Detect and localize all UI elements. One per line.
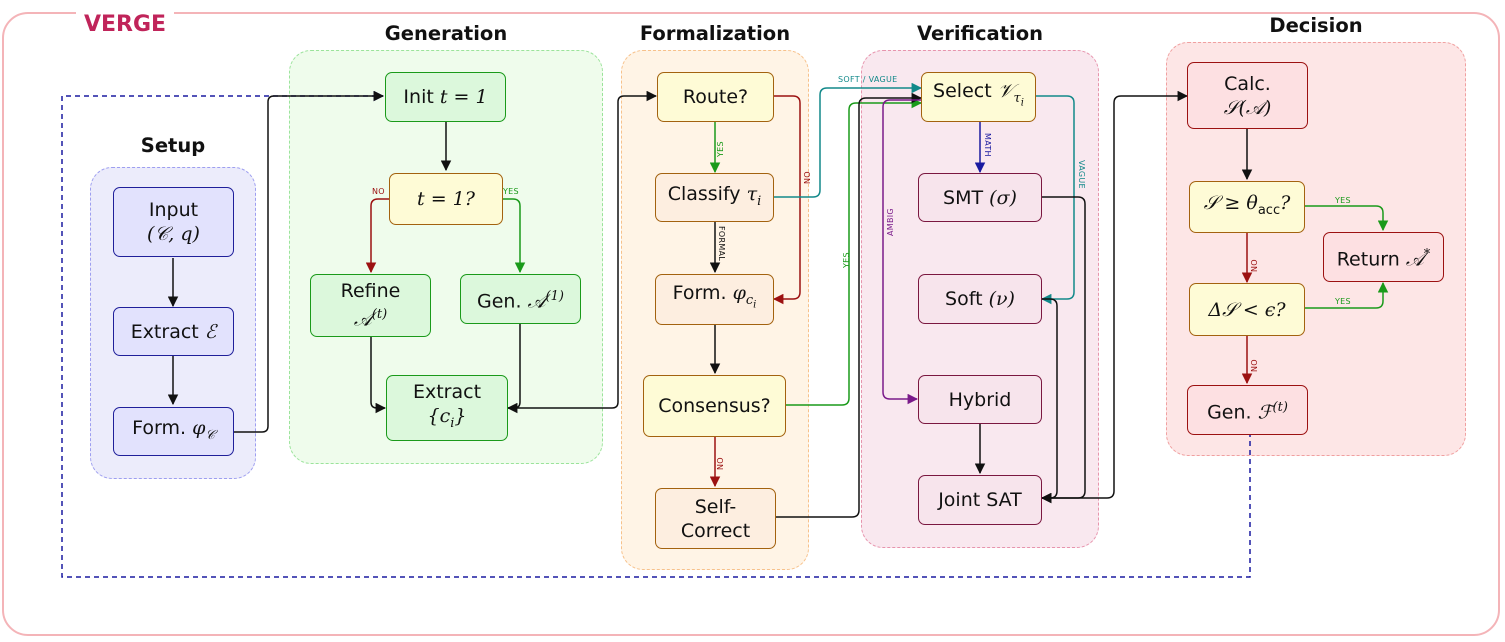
label-no-s: NO [1250,259,1259,272]
panel-title-verification: Verification [916,22,1044,45]
edge-jointsat-calc [1042,90,1189,499]
edge-soft-jointsat [1040,298,1058,504]
node-consensus: Consensus? [643,375,786,437]
edge-select-hybrid [882,99,921,405]
panel-title-formalization: Formalization [639,22,791,45]
node-select: Select 𝒱τi [921,72,1036,122]
edge-form-init [234,90,385,433]
edge-scheck-return [1305,205,1389,232]
panel-title-generation: Generation [384,22,508,45]
label-yes-consensus: YES [842,252,851,268]
node-form-phi-c: Form. φ𝒞 [113,407,234,456]
edge-smt-jointsat [1040,196,1086,504]
label-yes-t: YES [503,187,519,196]
node-form-phi-ci: Form. φci [655,274,774,325]
edge-delta-return [1305,281,1389,309]
label-yes-route: YES [716,141,725,157]
label-vague: VAGUE [1077,160,1086,189]
brand-title: VERGE [76,12,175,38]
node-refine: Refine 𝒜(t) [310,274,431,337]
node-route: Route? [657,72,774,122]
label-no-route: NO [803,171,812,184]
node-gen-a1: Gen. 𝒜(1) [460,274,581,324]
panel-title-decision: Decision [1269,14,1363,37]
label-no-consensus: NO [716,457,725,470]
label-yes-s: YES [1335,196,1351,205]
node-extract-e: Extract ℰ [113,307,234,356]
edge-selfcorrect-select [776,92,923,518]
node-hybrid: Hybrid [918,375,1042,424]
edge-gen-extract [506,324,521,414]
edge-tcheck-refine [365,198,389,274]
node-s-check: 𝒮 ≥ θacc? [1189,181,1305,233]
node-classify: Classify τi [655,173,774,222]
edge-extract-route [508,90,658,409]
node-input: Input (𝒞, q) [113,187,234,257]
edge-consensus-select [786,97,923,406]
node-return: Return 𝒜* [1323,232,1444,282]
edge-feedback-loop [61,90,1251,578]
label-no-t: NO [372,187,385,196]
label-no-delta: NO [1250,359,1259,372]
verge-frame: VERGE [2,12,1500,636]
node-smt: SMT (σ) [918,173,1042,222]
node-gen-f: Gen. ℱ(t) [1187,385,1308,435]
node-joint-sat: Joint SAT [918,475,1042,525]
node-calc: Calc. 𝒮(𝒜) [1187,62,1308,129]
label-ambig: AMBIG [886,208,895,236]
edge-refine-extract [370,337,387,414]
node-init: Init t = 1 [385,72,506,122]
label-formal: FORMAL [717,226,726,262]
edge-classify-select [774,82,923,198]
node-self-correct: Self- Correct [655,488,776,549]
node-t-check: t = 1? [389,173,503,225]
label-math: MATH [983,133,992,157]
label-yes-delta: YES [1335,297,1351,306]
panel-title-setup: Setup [140,134,206,157]
node-soft: Soft (ν) [918,274,1042,324]
edge-tcheck-gen [503,198,526,274]
node-delta-check: Δ𝒮 < ϵ? [1189,283,1305,336]
node-extract-c: Extract {ci} [386,375,508,441]
label-soft-vague: SOFT / VAGUE [838,75,898,84]
